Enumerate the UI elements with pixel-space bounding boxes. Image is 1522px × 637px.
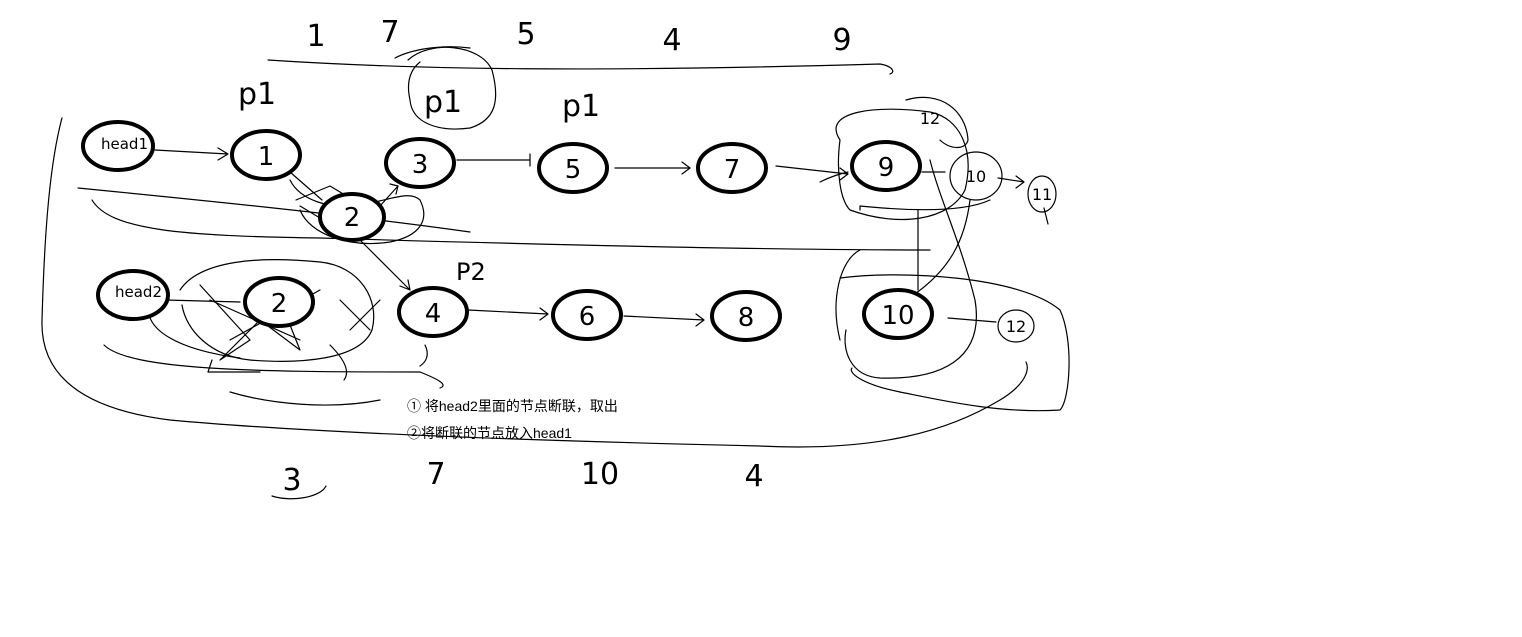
p1-label: p1 xyxy=(238,77,276,112)
list1-value: 1 xyxy=(258,142,275,172)
head-labels: head1 head2 xyxy=(101,135,162,301)
extra-value: 10 xyxy=(966,167,986,186)
list2-value: 4 xyxy=(425,299,442,329)
list2-node xyxy=(862,288,934,340)
node-12-sketch xyxy=(997,309,1035,343)
top-number: 4 xyxy=(662,23,681,58)
list2-node xyxy=(397,286,469,338)
bottom-underline xyxy=(271,485,327,500)
top-number: 9 xyxy=(832,23,851,58)
bottom-number: 10 xyxy=(581,457,619,492)
list1-node xyxy=(696,142,768,194)
list2-node xyxy=(551,289,623,341)
top-number: 1 xyxy=(306,19,325,54)
note-step-2: ②将断联的节点放入head1 xyxy=(407,425,572,441)
small-node-values: 10 11 12 12 xyxy=(920,109,1052,336)
list1-value: 3 xyxy=(412,150,429,180)
list2-node xyxy=(243,276,315,328)
list1-value: 7 xyxy=(724,155,741,185)
bottom-number: 3 xyxy=(282,463,301,498)
list1-node xyxy=(537,142,609,194)
bottom-number: 7 xyxy=(426,457,445,492)
twelve-label: 12 xyxy=(920,109,940,128)
helper-circles xyxy=(905,96,1057,343)
head2-node xyxy=(96,269,170,321)
top-numbers: 1 7 5 4 9 xyxy=(306,15,851,58)
head2-label: head2 xyxy=(115,283,162,301)
list1-node xyxy=(230,129,302,181)
node-10-sketch xyxy=(949,151,1003,201)
moved-value: 2 xyxy=(344,203,361,233)
list1-node xyxy=(850,140,922,192)
p1-label: p1 xyxy=(562,89,600,124)
list2-value: 2 xyxy=(271,289,288,319)
loop-12 xyxy=(905,96,969,149)
list1-value: 9 xyxy=(878,153,895,183)
list2-row xyxy=(96,269,934,342)
bottom-numbers: 3 7 10 4 xyxy=(282,457,763,498)
extra-value: 11 xyxy=(1032,185,1052,204)
note-step-1: ① 将head2里面的节点断联，取出 xyxy=(407,398,618,414)
head1-label: head1 xyxy=(101,135,148,153)
moved-node xyxy=(318,192,386,242)
p2-label: P2 xyxy=(456,258,486,286)
list2-value: 8 xyxy=(738,303,755,333)
list2-node xyxy=(710,290,782,342)
list2-value: 10 xyxy=(881,301,914,331)
extra-value: 12 xyxy=(1006,317,1026,336)
top-number: 5 xyxy=(516,17,535,52)
pointer-labels: p1 p1 p1 P2 xyxy=(238,77,600,286)
scribble-strokes xyxy=(41,46,1070,448)
p1-label: p1 xyxy=(424,85,462,120)
node-11-sketch xyxy=(1027,175,1057,213)
top-number: 7 xyxy=(380,15,399,50)
head1-node xyxy=(81,120,155,172)
list1-row xyxy=(81,120,922,242)
list1-value: 5 xyxy=(565,155,582,185)
list2-value: 6 xyxy=(579,302,596,332)
list1-node xyxy=(384,137,456,189)
node-values: 1 3 5 7 9 2 2 4 6 8 10 xyxy=(258,142,915,333)
bottom-number: 4 xyxy=(744,459,763,494)
